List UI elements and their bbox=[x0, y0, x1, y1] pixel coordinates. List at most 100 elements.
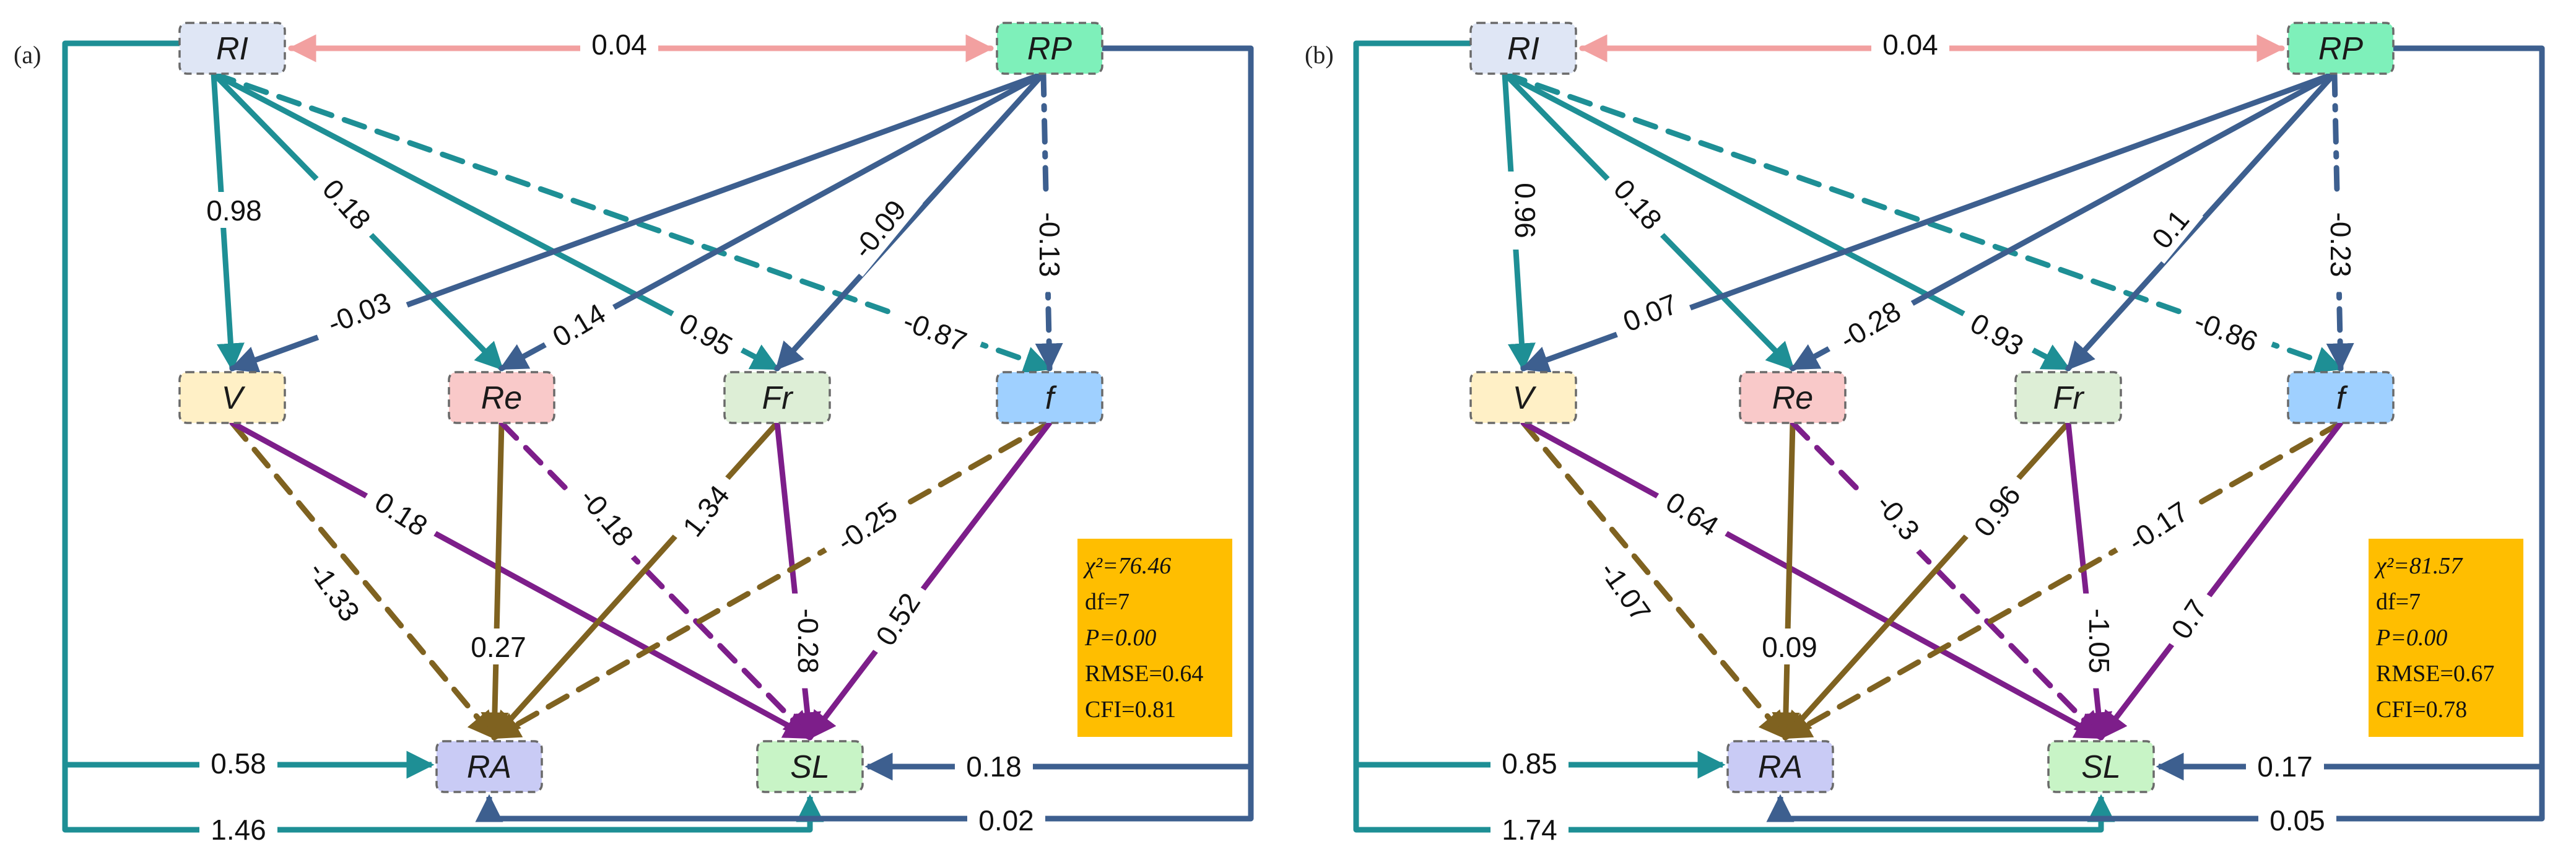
coef-rp-re-bg bbox=[536, 289, 622, 360]
coef-ri-v: 0.98 bbox=[206, 194, 262, 227]
coef-re-sl-bg bbox=[1860, 475, 1938, 559]
coef-ri-ra-bg bbox=[199, 745, 277, 781]
RP-Fr-path bbox=[2065, 71, 2338, 372]
node-label: SL bbox=[790, 749, 830, 785]
coef-ri-v-bg bbox=[195, 192, 273, 228]
node-v: V bbox=[1469, 371, 1577, 424]
coef-rp-sl: 0.18 bbox=[966, 750, 1022, 783]
node-f: f bbox=[2287, 371, 2395, 424]
Re-SL-path bbox=[498, 420, 813, 741]
coef-ri-sl-bg bbox=[1490, 811, 1569, 847]
coef-ri-rp: 0.04 bbox=[591, 28, 647, 61]
coef-rp-re-bg bbox=[1819, 285, 1920, 365]
coef-re-ra-bg bbox=[1751, 629, 1829, 664]
node-box bbox=[723, 371, 831, 424]
f-RA-path bbox=[491, 420, 1053, 741]
node-ri: RI bbox=[1469, 22, 1577, 75]
node-box bbox=[2287, 22, 2395, 75]
panel-label: (a) bbox=[14, 41, 41, 69]
coef-ri-fr-bg bbox=[1954, 298, 2040, 369]
coef-ri-ra-bg bbox=[1490, 745, 1569, 781]
coef-ri-v: 0.96 bbox=[1509, 183, 1541, 238]
RP-Fr-path bbox=[774, 71, 1046, 372]
node-f: f bbox=[996, 371, 1103, 424]
V-SL-path bbox=[229, 420, 813, 741]
Re-SL-path bbox=[1790, 420, 2104, 741]
node-box bbox=[2014, 371, 2122, 424]
node-label: RP bbox=[1027, 31, 1073, 67]
RI-SL-path bbox=[62, 765, 824, 833]
coef-fr-sl: -0.28 bbox=[792, 609, 824, 674]
coef-ri-re-bg bbox=[308, 162, 387, 245]
fit-stat-p: P=0.00 bbox=[1084, 625, 1156, 651]
Fr-SL-path bbox=[774, 420, 822, 741]
node-re: Re bbox=[1739, 371, 1847, 424]
fit-stat-rmse: RMSE=0.64 bbox=[1085, 661, 1203, 687]
node-v: V bbox=[178, 371, 286, 424]
coef-ri-f-bg bbox=[884, 297, 986, 365]
node-label: Fr bbox=[762, 380, 794, 416]
coef-ri-fr-bg bbox=[663, 298, 749, 369]
node-label: V bbox=[222, 380, 246, 416]
node-label: V bbox=[1513, 380, 1537, 416]
coef-ri-sl: 1.74 bbox=[1502, 814, 1557, 846]
V-RA-path bbox=[1520, 420, 1788, 741]
Fr-RA-path bbox=[491, 420, 780, 741]
coef-ri-f-bg bbox=[2175, 297, 2278, 365]
coef-ri-sl-bg bbox=[199, 811, 277, 847]
coef-rp-sl-bg bbox=[2246, 748, 2324, 784]
Re-RA-path bbox=[1772, 420, 1800, 741]
f-SL-path bbox=[807, 420, 1053, 741]
node-box bbox=[996, 22, 1103, 75]
fit-stat-df: df=7 bbox=[1085, 589, 1129, 615]
RP-RA-path bbox=[1766, 767, 2545, 822]
coef-re-sl-bg bbox=[563, 469, 652, 565]
panel-label: (b) bbox=[1305, 41, 1334, 69]
coef-ri-rp-bg bbox=[1871, 26, 1949, 62]
RI-SL-path bbox=[1353, 765, 2115, 833]
coef-rp-fr-bg bbox=[835, 180, 923, 277]
Re-RA-path bbox=[481, 420, 509, 741]
node-label: RA bbox=[1758, 749, 1803, 785]
node-ra: RA bbox=[435, 740, 543, 793]
coef-v-ra-bg bbox=[1584, 542, 1668, 640]
node-rp: RP bbox=[2287, 22, 2395, 75]
node-rp: RP bbox=[996, 22, 1103, 75]
coef-f-sl-bg bbox=[2156, 583, 2221, 655]
fit-stats-bg bbox=[2369, 539, 2523, 737]
RP-RA-path bbox=[475, 767, 1254, 822]
coef-f-sl-bg bbox=[861, 576, 934, 662]
coef-ri-rp: 0.04 bbox=[1882, 28, 1938, 61]
node-sl: SL bbox=[756, 740, 864, 793]
RP-SL-path bbox=[2156, 45, 2545, 781]
coef-v-sl-bg bbox=[1650, 477, 1736, 550]
coef-fr-ra-bg bbox=[667, 468, 744, 552]
coef-rp-f-bg bbox=[1032, 197, 1068, 292]
coef-rp-f: -0.13 bbox=[1033, 212, 1066, 277]
Fr-SL-path bbox=[2065, 420, 2113, 741]
coef-f-ra-bg bbox=[2108, 484, 2208, 567]
node-re: Re bbox=[448, 371, 555, 424]
node-ra: RA bbox=[1726, 740, 1834, 793]
coef-fr-sl: -1.05 bbox=[2083, 609, 2115, 674]
node-box bbox=[1739, 371, 1847, 424]
coef-rp-ra-bg bbox=[2258, 802, 2336, 838]
coef-ri-ra: 0.85 bbox=[1502, 747, 1557, 780]
coef-rp-f-bg bbox=[2323, 197, 2359, 292]
coef-re-ra-bg bbox=[459, 629, 537, 664]
coef-re-ra: 0.09 bbox=[1762, 631, 1817, 663]
coef-ri-v-bg bbox=[1508, 172, 1544, 250]
fit-stat-df: df=7 bbox=[2376, 589, 2421, 615]
fit-stat-chi2: χ²=76.46 bbox=[1082, 553, 1171, 579]
node-box bbox=[1469, 371, 1577, 424]
coef-rp-ra: 0.05 bbox=[2269, 804, 2325, 837]
coef-fr-sl-bg bbox=[2082, 593, 2118, 689]
node-box bbox=[1726, 740, 1834, 793]
node-label: RI bbox=[216, 31, 248, 67]
node-box bbox=[2047, 740, 2155, 793]
coef-rp-f: -0.23 bbox=[2325, 212, 2357, 277]
coef-rp-fr-bg bbox=[2136, 193, 2204, 264]
